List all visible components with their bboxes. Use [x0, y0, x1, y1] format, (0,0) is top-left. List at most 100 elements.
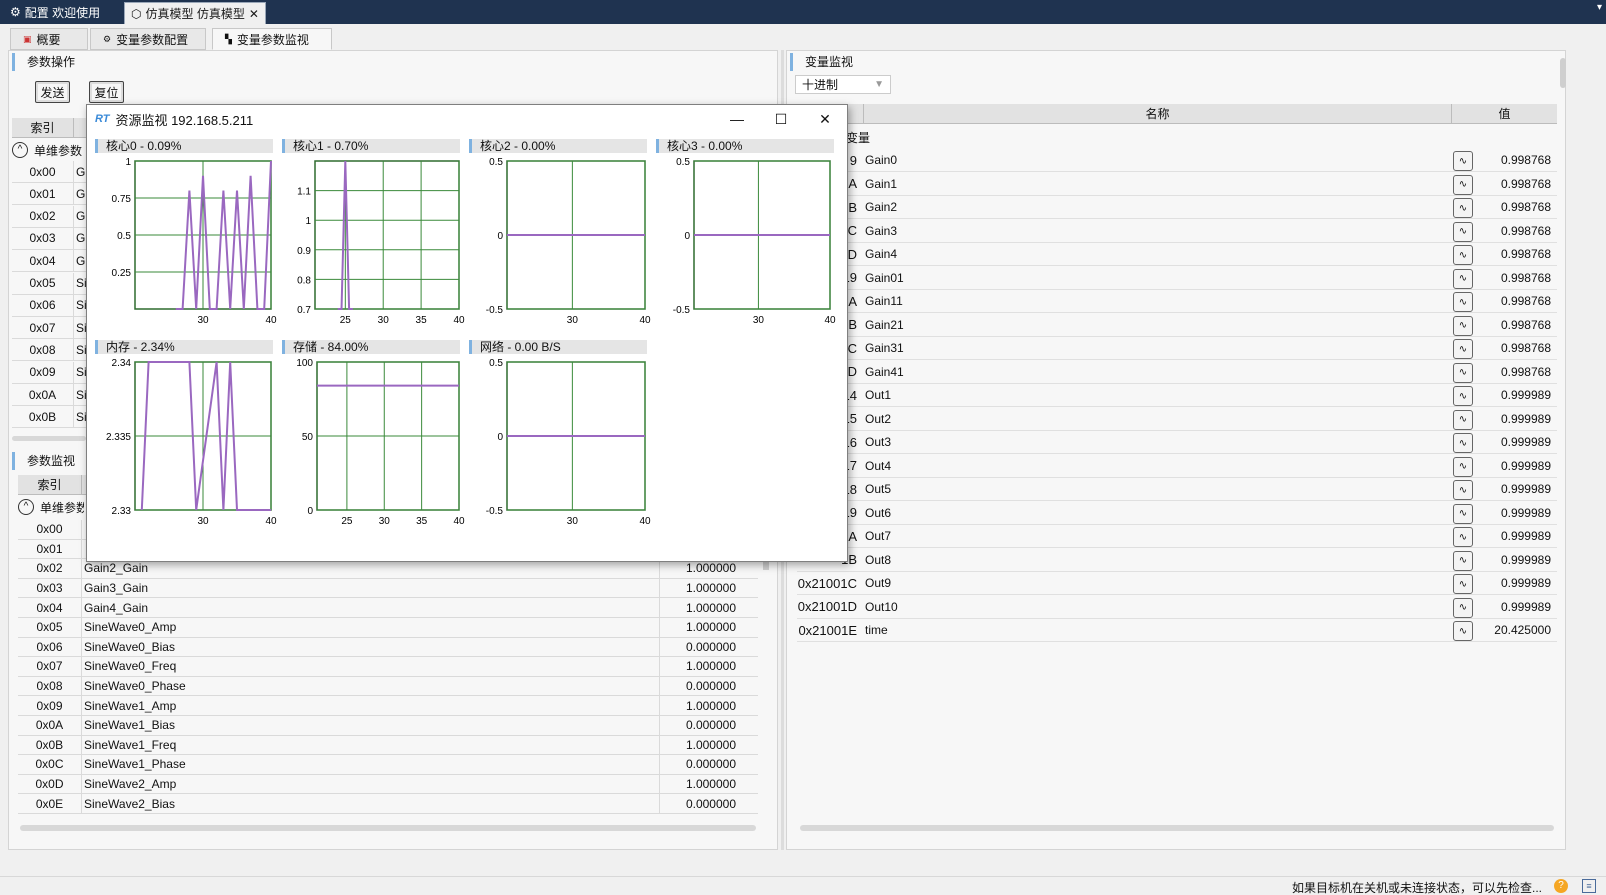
collapse-icon-2[interactable]: ^ [18, 499, 34, 515]
row-value[interactable]: 0.000000 [685, 757, 736, 772]
waveform-icon[interactable]: ∿ [1453, 174, 1473, 195]
close-icon[interactable]: ✕ [248, 6, 259, 21]
tab-sim-model[interactable]: ⬡ 仿真模型 仿真模型 ✕ [124, 2, 266, 24]
group-row-2[interactable]: ^ 单维参数 [18, 498, 88, 516]
send-button[interactable]: 发送 [35, 81, 70, 103]
row-value[interactable]: 0.000000 [685, 679, 736, 694]
row-value[interactable]: 1.000000 [685, 737, 736, 752]
waveform-icon[interactable]: ∿ [1453, 245, 1473, 265]
row-value[interactable]: 1.000000 [685, 581, 736, 596]
waveform-icon[interactable]: ∿ [1453, 409, 1473, 430]
tab-welcome[interactable]: ⚙ 配置 欢迎使用 [4, 0, 106, 24]
tab-var-config[interactable]: ⚙ 变量参数配置 [90, 28, 206, 50]
var-name-header[interactable]: 名称 [864, 104, 1452, 123]
waveform-icon[interactable]: ∿ [1453, 480, 1473, 500]
waveform-icon[interactable]: ∿ [1453, 315, 1473, 336]
row-value[interactable]: 1.000000 [685, 561, 736, 576]
waveform-icon[interactable]: ∿ [1453, 456, 1473, 477]
waveform-icon[interactable]: ∿ [1453, 527, 1473, 547]
waveform-icon[interactable]: ∿ [1453, 268, 1473, 289]
waveform-icon[interactable]: ∿ [1453, 292, 1473, 312]
resource-monitor-titlebar[interactable]: RT 资源监视 192.168.5.211 [87, 105, 847, 133]
var-value-header[interactable]: 值 [1498, 107, 1511, 121]
waveform-icon[interactable]: ∿ [1453, 550, 1473, 571]
waveform-icon[interactable]: ∿ [1453, 433, 1473, 453]
format-select[interactable]: 十进制 ▼ [795, 75, 891, 94]
row-value[interactable]: 0.000000 [685, 718, 736, 733]
waveform-icon[interactable]: ∿ [1453, 503, 1473, 524]
waveform-icon[interactable]: ∿ [1453, 151, 1473, 171]
top-grid-scrollbar[interactable] [12, 436, 86, 441]
row-value[interactable]: 1.000000 [685, 600, 736, 615]
waveform-icon[interactable]: ∿ [1453, 198, 1473, 218]
log-icon[interactable]: ≡ [1582, 879, 1596, 893]
tab-overview[interactable]: ▣ 概要 [10, 28, 88, 50]
waveform-icon[interactable]: ∿ [1453, 386, 1473, 406]
close-window-button[interactable]: ✕ [819, 110, 831, 127]
var-grid-hscrollbar[interactable] [800, 825, 1554, 831]
minimize-button[interactable]: — [730, 111, 744, 127]
var-index-header[interactable] [797, 104, 864, 123]
reset-button[interactable]: 复位 [89, 81, 124, 103]
row-value[interactable]: 0.000000 [685, 796, 736, 811]
waveform-icon[interactable]: ∿ [1453, 221, 1473, 242]
param-grid-vscrollbar[interactable] [763, 560, 769, 570]
right-vscrollbar[interactable] [1560, 58, 1566, 88]
row-value[interactable]: 1.000000 [685, 659, 736, 674]
collapse-icon[interactable]: ^ [12, 142, 28, 158]
waveform-icon[interactable]: ∿ [1453, 621, 1473, 641]
row-value[interactable]: 1.000000 [685, 620, 736, 635]
row-value[interactable]: 1.000000 [685, 698, 736, 713]
waveform-icon[interactable]: ∿ [1453, 597, 1473, 618]
waveform-icon[interactable]: ∿ [1453, 339, 1473, 359]
chevron-down-icon[interactable]: ▾ [1596, 2, 1602, 13]
group-row[interactable]: ^ 单维参数 [12, 141, 86, 159]
row-value[interactable]: 1.000000 [685, 777, 736, 792]
maximize-button[interactable]: ☐ [774, 110, 788, 127]
index-header[interactable]: 索引 [12, 118, 74, 137]
index-header-2[interactable]: 索引 [18, 475, 82, 494]
waveform-icon[interactable]: ∿ [1453, 574, 1473, 594]
waveform-icon[interactable]: ∿ [1453, 362, 1473, 383]
tab-var-monitor[interactable]: ▚ 变量参数监视 [212, 28, 332, 50]
